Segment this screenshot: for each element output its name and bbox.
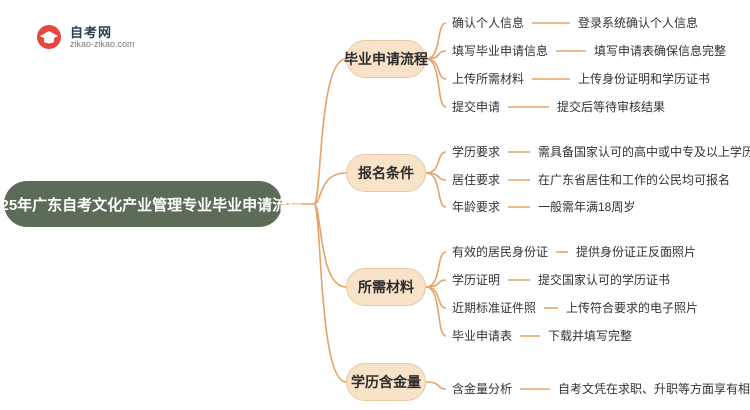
leaf-detail: 一般需年满18周岁: [538, 200, 636, 214]
leaf-label: 上传所需材料: [452, 72, 525, 86]
leaf-detail: 登录系统确认个人信息: [578, 16, 699, 30]
leaf-label: 提交申请: [452, 100, 501, 114]
leaf-connector: [425, 381, 447, 390]
logo-title: 自考网: [70, 25, 113, 40]
branch-node: 毕业申请流程: [344, 40, 428, 78]
leaf-detail: 提交国家认可的学历证书: [538, 273, 671, 287]
leaf-label: 学历要求: [452, 145, 501, 159]
branch-connector: [313, 58, 347, 205]
graduation-cap-icon: [37, 25, 61, 49]
leaf-label: 确认个人信息: [452, 16, 525, 30]
leaf-label: 有效的居民身份证: [452, 245, 549, 259]
branch-connector: [313, 172, 347, 205]
branch-node: 所需材料: [346, 268, 426, 306]
leaf-label: 年龄要求: [452, 200, 501, 214]
leaf-detail: 在广东省居住和工作的公民均可报名: [538, 173, 731, 187]
leaf-connector: [425, 151, 447, 174]
leaf-label: 居住要求: [452, 173, 501, 187]
root-topic: 2025年广东自考文化产业管理专业毕业申请流程: [0, 181, 302, 227]
leaf-detail: 需具备国家认可的高中或中专及以上学历: [538, 145, 750, 159]
leaf-connector: [425, 58, 447, 108]
leaf-detail: 自考文凭在求职、升职等方面享有相同待遇: [558, 382, 750, 396]
branch-node: 报名条件: [346, 154, 426, 192]
leaf-connector: [425, 286, 447, 337]
leaf-connector: [425, 22, 447, 60]
leaf-detail: 下载并填写完整: [548, 329, 633, 343]
branch-node: 学历含金量: [346, 363, 426, 401]
leaf-label: 含金量分析: [452, 382, 513, 396]
site-logo[interactable]: 自考网 zikao-zikao.com: [36, 20, 146, 54]
leaf-connector: [425, 172, 447, 208]
logo-url: zikao-zikao.com: [70, 39, 135, 49]
leaf-label: 填写毕业申请信息: [452, 44, 549, 58]
leaf-detail: 上传符合要求的电子照片: [566, 301, 699, 315]
leaf-detail: 提供身份证正反面照片: [576, 245, 697, 259]
leaf-detail: 填写申请表确保信息完整: [594, 44, 727, 58]
leaf-detail: 提交后等待审核结果: [557, 100, 666, 114]
leaf-connector: [425, 251, 447, 288]
leaf-label: 毕业申请表: [452, 329, 513, 343]
leaf-label: 近期标准证件照: [452, 301, 537, 315]
leaf-label: 学历证明: [452, 273, 501, 287]
leaf-detail: 上传身份证明和学历证书: [578, 72, 711, 86]
branch-connector: [313, 203, 347, 383]
